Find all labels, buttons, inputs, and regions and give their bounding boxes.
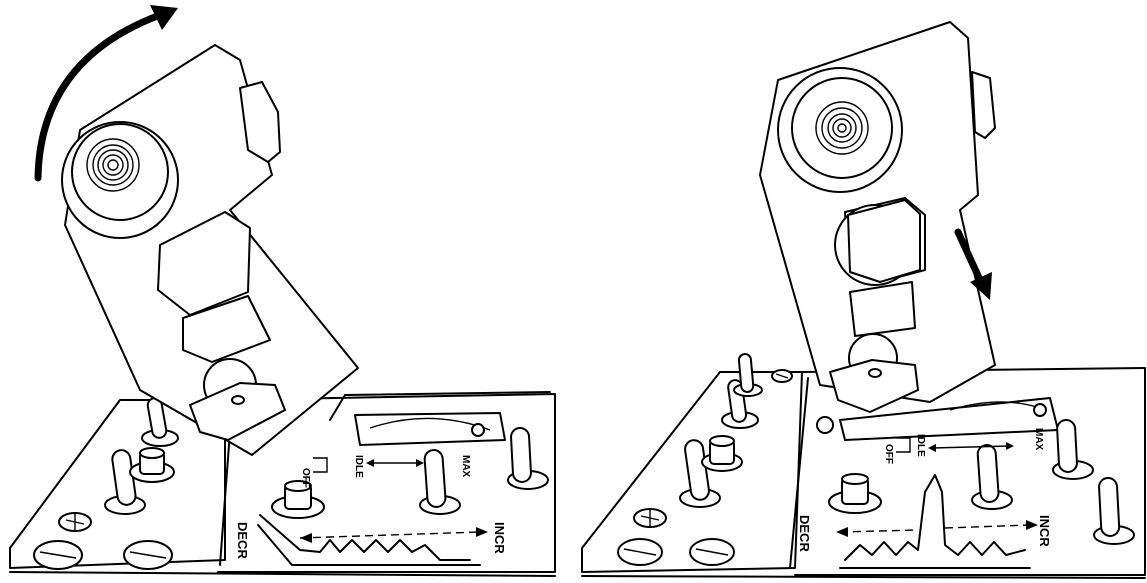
left-lever-wing-nut	[189, 382, 286, 441]
right-console-seam	[789, 377, 809, 569]
left-console-right-plate	[217, 393, 556, 573]
left-throttle-lever	[61, 44, 359, 456]
right-console-bottom	[581, 575, 1146, 579]
left-slot-screw	[471, 423, 485, 437]
left-push-button	[129, 447, 175, 483]
left-lever-cam	[157, 211, 251, 316]
right-slot-roller	[949, 401, 1041, 411]
right-lever-knob-inner	[791, 77, 893, 179]
right-off-bracket	[896, 437, 911, 453]
left-center-button	[271, 480, 325, 519]
right-screw-3	[689, 538, 735, 566]
left-decr-label: DECR	[235, 522, 250, 559]
right-center-button	[828, 473, 882, 514]
right-max-label: MAX	[1033, 428, 1044, 451]
right-throttle-lever	[759, 21, 996, 413]
right-knob-ring-1	[815, 101, 869, 155]
left-incr-arrowhead	[476, 527, 488, 537]
right-wing-nut-hole	[868, 368, 882, 378]
left-console-bottom	[9, 571, 556, 577]
right-slot-screw	[1033, 403, 1047, 417]
left-off-bracket	[313, 457, 328, 473]
right-slot-screw-2	[816, 416, 834, 434]
left-panel: OFF IDLE MAX DECR INCR	[9, 5, 556, 577]
left-toggle-switch-4	[507, 427, 549, 490]
left-incr-arrow-line	[299, 531, 481, 539]
right-screw-4	[771, 369, 793, 383]
left-decr-arrowhead	[300, 533, 312, 543]
left-detent-rack	[259, 514, 471, 561]
right-decr-arrowhead	[836, 527, 848, 537]
left-off-label: OFF	[300, 468, 311, 488]
right-idle-max-arrow	[931, 445, 1011, 449]
left-toggle-switch-3	[419, 449, 461, 515]
right-incr-arrowhead	[1026, 520, 1038, 530]
left-slot-housing	[329, 391, 551, 421]
left-screw-3	[123, 540, 173, 570]
left-wing-nut-hole	[231, 395, 245, 405]
curved-arrow-icon	[34, 5, 178, 182]
right-push-button	[701, 435, 743, 472]
left-slot-opening	[354, 412, 506, 446]
right-toggle-switch-2b	[733, 353, 763, 397]
left-max-label: MAX	[460, 455, 471, 478]
right-screw-2	[617, 538, 663, 566]
right-incr-label: INCR	[1037, 515, 1052, 547]
right-panel: OFF IDLE MAX DECR INCR	[581, 21, 1146, 579]
right-console-outline	[581, 371, 803, 573]
down-arrow-icon	[954, 228, 992, 300]
left-lever-nut	[182, 295, 271, 363]
left-screw-2	[33, 540, 83, 570]
right-decr-arrow-line	[839, 529, 919, 533]
right-max-arrowhead	[1006, 442, 1014, 450]
left-lever-side-block	[239, 81, 281, 163]
right-screw-1	[633, 508, 667, 528]
left-knob-ring-1	[86, 138, 140, 192]
right-toggle-switch-5	[1093, 477, 1135, 545]
right-lever-cam-face	[847, 199, 921, 283]
right-detent-rack	[844, 474, 1026, 561]
left-rack-base	[257, 524, 481, 566]
right-toggle-switch-1	[679, 439, 721, 508]
left-incr-label: INCR	[492, 522, 507, 554]
right-toggle-switch-4	[1052, 419, 1094, 480]
left-max-arrowhead	[416, 459, 424, 467]
left-idle-label: IDLE	[353, 455, 364, 478]
right-toggle-switch-3	[971, 444, 1013, 510]
right-off-label: OFF	[883, 444, 894, 464]
right-lever-side-block	[971, 71, 996, 139]
right-lever-nut	[849, 281, 916, 337]
left-screw-1	[58, 512, 92, 532]
right-lever-wing-nut	[829, 359, 919, 413]
right-decr-label: DECR	[797, 515, 812, 552]
right-incr-arrow-line	[944, 524, 1031, 529]
left-idle-arrowhead	[366, 459, 374, 467]
right-idle-arrowhead	[928, 444, 936, 452]
right-idle-label: IDLE	[915, 434, 926, 457]
